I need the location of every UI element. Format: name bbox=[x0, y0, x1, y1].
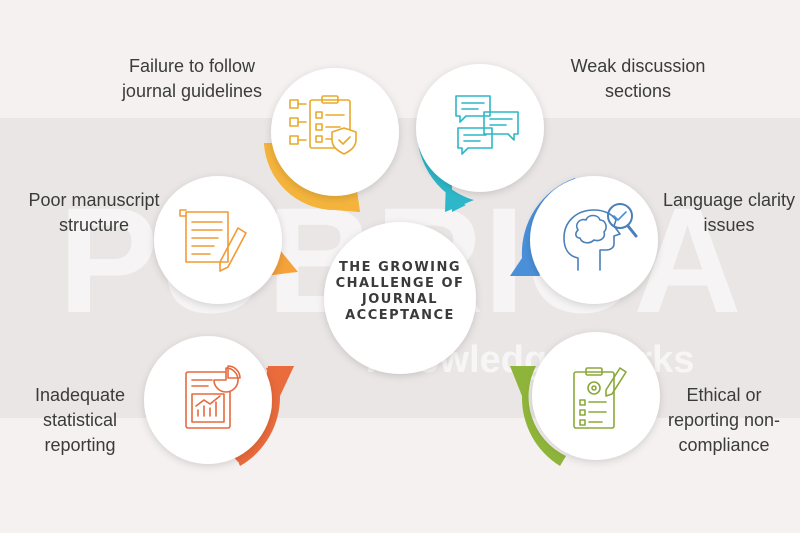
label-manuscript-structure: Poor manuscript structure bbox=[28, 190, 160, 235]
node-journal-guidelines bbox=[264, 68, 399, 212]
clipboard-gear-icon bbox=[573, 367, 627, 429]
node-circle bbox=[154, 176, 282, 304]
node-discussion-sections bbox=[416, 64, 544, 212]
label-language-clarity: Language clarity issues bbox=[662, 190, 796, 235]
report-chart-icon bbox=[185, 365, 241, 429]
document-pen-icon bbox=[179, 209, 247, 272]
node-language-clarity bbox=[510, 176, 658, 304]
center-circle bbox=[324, 222, 476, 374]
brain-head-magnifier-icon bbox=[563, 203, 638, 271]
label-journal-guidelines: Failure to follow journal guidelines bbox=[121, 56, 263, 101]
label-ethical-compliance: Ethical or reporting non-compliance bbox=[667, 385, 781, 455]
speech-bubbles-icon bbox=[455, 95, 519, 155]
clipboard-checklist-shield-icon bbox=[289, 95, 357, 155]
label-statistical-reporting: Inadequate statistical reporting bbox=[34, 385, 126, 455]
node-statistical-reporting bbox=[144, 336, 294, 466]
node-circle bbox=[144, 336, 272, 464]
node-manuscript-structure bbox=[154, 176, 298, 304]
label-discussion-sections: Weak discussion sections bbox=[570, 56, 706, 101]
node-circle bbox=[532, 332, 660, 460]
node-ethical-compliance bbox=[510, 332, 660, 466]
center-title: THE GROWING CHALLENGE OF JOURNAL ACCEPTA… bbox=[335, 260, 465, 323]
accent-arc bbox=[510, 366, 566, 466]
